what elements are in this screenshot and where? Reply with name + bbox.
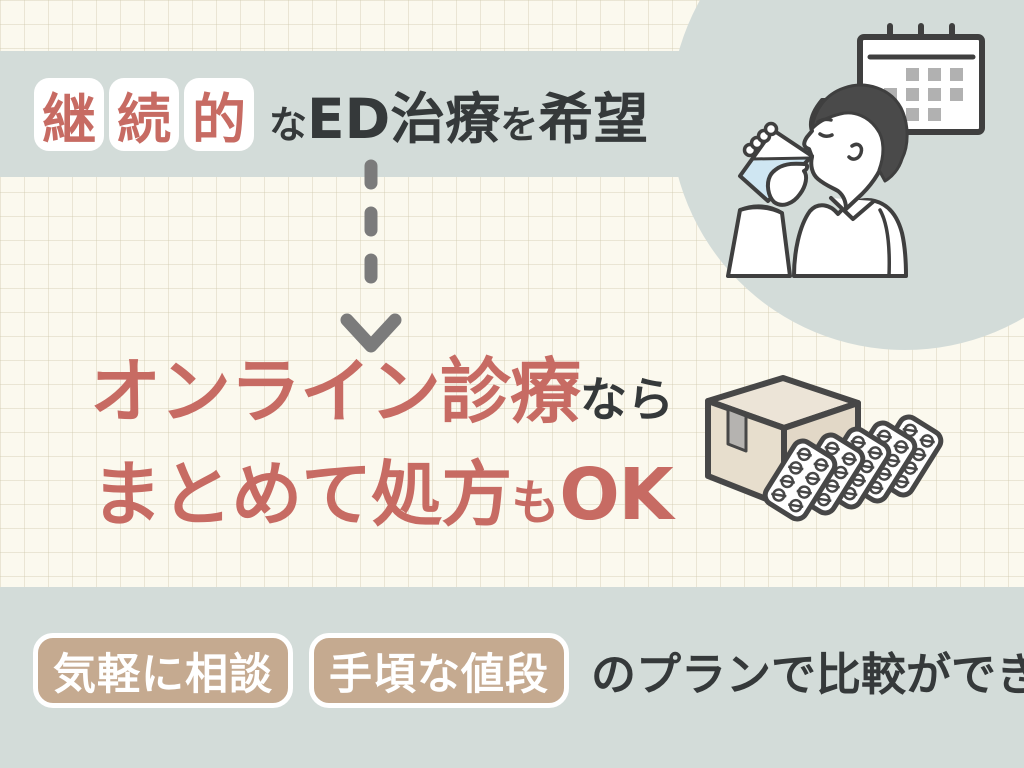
boxed-char-text: 続 [117,87,171,151]
package-box-icon [705,375,988,556]
main-title-line1: オンライン診療なら [12,352,752,451]
banner-particle: を [500,103,539,147]
main-title: オンライン診療なら まとめて処方もOK [12,352,752,554]
banner-main-text: 希望 [538,87,649,151]
man-ear [847,142,864,161]
man-drinking-water-illustration [726,23,985,278]
man-hair [810,83,909,183]
title-ok-text: OK [559,453,673,536]
man-arm [726,204,792,278]
arrow-down-icon [340,159,402,353]
title-particle-text: も [511,475,560,531]
main-title-line2: まとめて処方もOK [12,455,752,554]
tag-reasonable-price: 手頃な値段 [309,633,569,708]
tag-label: 気軽に相談 [53,649,273,700]
man-body [792,196,908,278]
package-illustration [688,356,988,556]
boxed-char: 続 [109,77,179,151]
man-hand [742,121,810,207]
boxed-char-text: 的 [192,87,246,151]
box-label [726,407,748,453]
banner-text: なED治療を希望 [269,74,648,154]
man-closed-eye [818,132,834,139]
title-suffix-text: なら [580,373,674,428]
tag-easy-consultation: 気軽に相談 [33,633,293,708]
boxed-char-text: 継 [42,87,96,151]
banner-particle: な [269,103,308,147]
boxed-char: 継 [34,77,104,151]
man-head [802,83,909,211]
bottom-band-text: のプランで比較ができる [591,648,1024,701]
title-accent-text: まとめて処方 [91,453,512,536]
boxed-char: 的 [184,77,254,151]
arrow-down-icon [334,154,408,358]
tag-label: 手頃な値段 [329,649,549,700]
man-drinking-water-illustration [700,18,1000,290]
man-eyebrow [816,117,833,124]
title-accent-text: オンライン診療 [89,350,581,433]
bottom-band: 気軽に相談 手頃な値段 のプランで比較ができる [0,587,1024,768]
banner-main-text: ED治療 [307,87,501,151]
